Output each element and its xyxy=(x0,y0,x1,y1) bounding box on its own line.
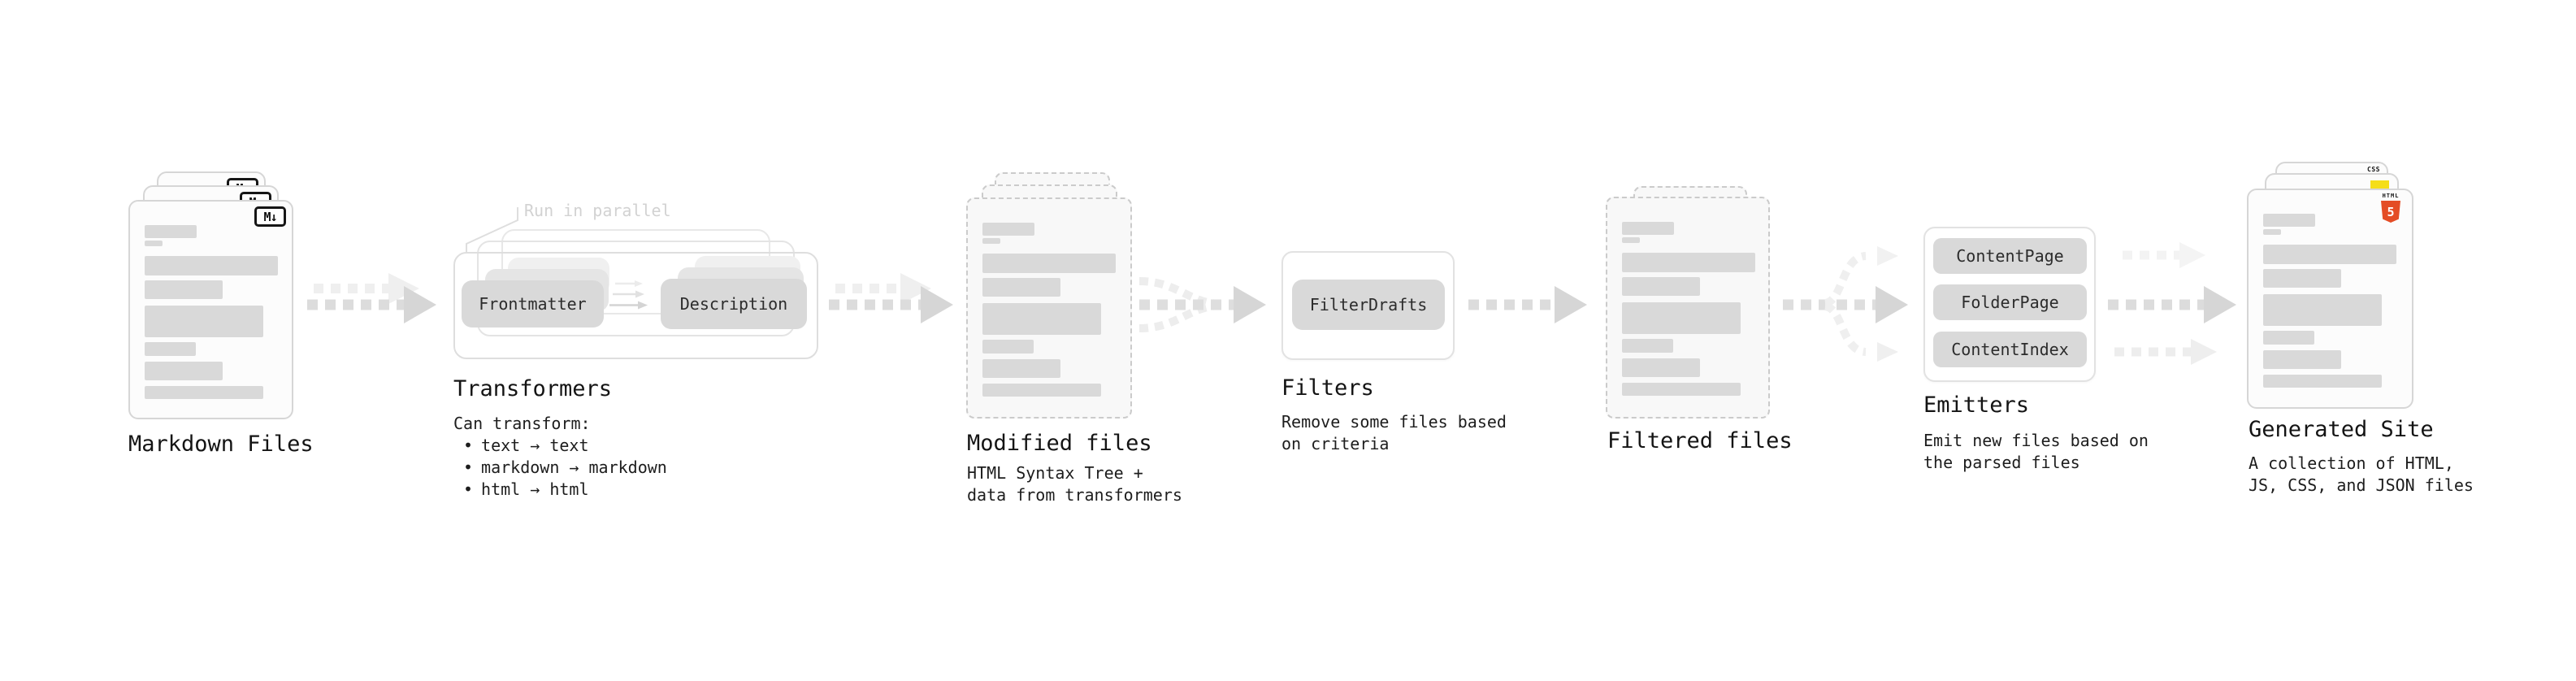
description-line: A collection of HTML, xyxy=(2249,453,2454,473)
html5-icon-label: HTML xyxy=(2382,193,2400,199)
bullet-text: text → text xyxy=(481,436,589,455)
transformers-title: Transformers xyxy=(453,376,613,401)
description-pill: Description xyxy=(661,279,807,329)
arrow-modified-to-filters xyxy=(1138,277,1266,332)
bullet-icon: • xyxy=(463,436,474,455)
arrow-emitters-to-generated xyxy=(2108,242,2236,365)
bullet-icon: • xyxy=(463,479,474,499)
document-placeholder-lines xyxy=(130,202,292,418)
document-placeholder-lines xyxy=(1607,198,1768,417)
transformer-box-front xyxy=(453,252,818,359)
arrow-markdown-to-transformers xyxy=(307,273,436,323)
bullet-icon: • xyxy=(463,458,474,477)
transformers-body-heading: Can transform: xyxy=(453,414,591,433)
js-icon xyxy=(2370,180,2389,189)
description-line: HTML Syntax Tree + xyxy=(967,463,1143,483)
description-line: the parsed files xyxy=(1923,453,2080,472)
folderpage-pill: FolderPage xyxy=(1933,284,2087,320)
filtered-files-title: Filtered files xyxy=(1607,428,1793,453)
emitters-description: Emit new files based on the parsed files xyxy=(1923,430,2149,474)
arrow-filtered-to-emitters xyxy=(1783,246,1908,362)
description-line: JS, CSS, and JSON files xyxy=(2249,475,2474,495)
document-placeholder-lines xyxy=(2249,190,2412,407)
transformers-description: Can transform: • text → text • markdown … xyxy=(453,413,667,501)
generated-site-title: Generated Site xyxy=(2249,417,2434,442)
arrow-filters-to-filtered xyxy=(1468,286,1587,323)
generated-html-file-card: HTML 5 xyxy=(2247,189,2413,409)
bullet-text: html → html xyxy=(481,479,589,499)
description-line: Emit new files based on xyxy=(1923,431,2149,450)
run-in-parallel-label: Run in parallel xyxy=(524,201,671,220)
emitters-title: Emitters xyxy=(1923,393,2030,418)
description-line: data from transformers xyxy=(967,485,1182,505)
document-placeholder-lines xyxy=(968,199,1130,417)
modified-file-card-front xyxy=(966,197,1132,419)
description-line: on criteria xyxy=(1281,434,1390,453)
filtered-file-card-front xyxy=(1606,197,1770,419)
arrow-transformers-to-modified xyxy=(829,273,953,323)
frontmatter-pill: Frontmatter xyxy=(462,280,604,327)
transform-bullet-item: • text → text xyxy=(453,435,667,457)
description-line: Remove some files based xyxy=(1281,412,1507,432)
markdown-icon-text: M↓ xyxy=(263,209,277,224)
modified-files-description: HTML Syntax Tree + data from transformer… xyxy=(967,462,1182,506)
filters-description: Remove some files based on criteria xyxy=(1281,411,1507,455)
contentindex-pill: ContentIndex xyxy=(1933,332,2087,367)
filterdrafts-pill: FilterDrafts xyxy=(1292,280,1445,330)
css-icon-text: CSS xyxy=(2367,166,2380,173)
markdown-icon: M↓ xyxy=(254,206,286,227)
transform-bullet-item: • html → html xyxy=(453,479,667,501)
bullet-text: markdown → markdown xyxy=(481,458,667,477)
contentpage-pill: ContentPage xyxy=(1933,238,2087,274)
filters-title: Filters xyxy=(1281,375,1374,401)
html5-shield: 5 xyxy=(2381,201,2400,223)
html5-icon: HTML 5 xyxy=(2381,193,2400,223)
html5-shield-number: 5 xyxy=(2387,204,2395,219)
transform-bullet-item: • markdown → markdown xyxy=(453,457,667,479)
markdown-file-card-front: M↓ xyxy=(128,200,293,419)
generated-site-description: A collection of HTML, JS, CSS, and JSON … xyxy=(2249,453,2474,497)
markdown-files-title: Markdown Files xyxy=(128,432,314,457)
modified-files-title: Modified files xyxy=(967,431,1152,456)
